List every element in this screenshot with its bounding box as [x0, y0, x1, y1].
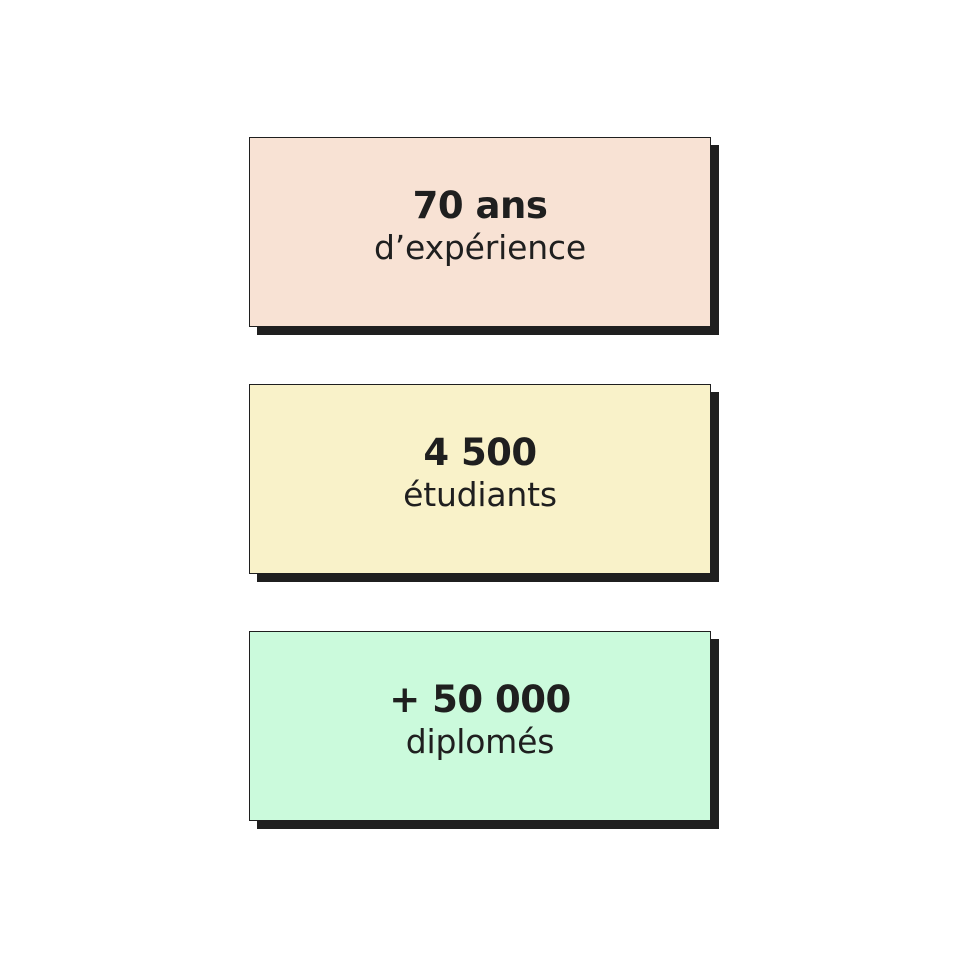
stat-label: d’expérience	[374, 228, 586, 267]
stat-value: + 50 000	[389, 678, 571, 721]
stat-label: étudiants	[403, 475, 557, 514]
stat-label: diplomés	[405, 722, 555, 761]
stat-card-students: 4 500 étudiants	[249, 384, 711, 574]
stat-card-experience: 70 ans d’expérience	[249, 137, 711, 327]
stat-value: 4 500	[423, 431, 537, 474]
stat-value: 70 ans	[412, 184, 548, 227]
stat-card-graduates: + 50 000 diplomés	[249, 631, 711, 821]
